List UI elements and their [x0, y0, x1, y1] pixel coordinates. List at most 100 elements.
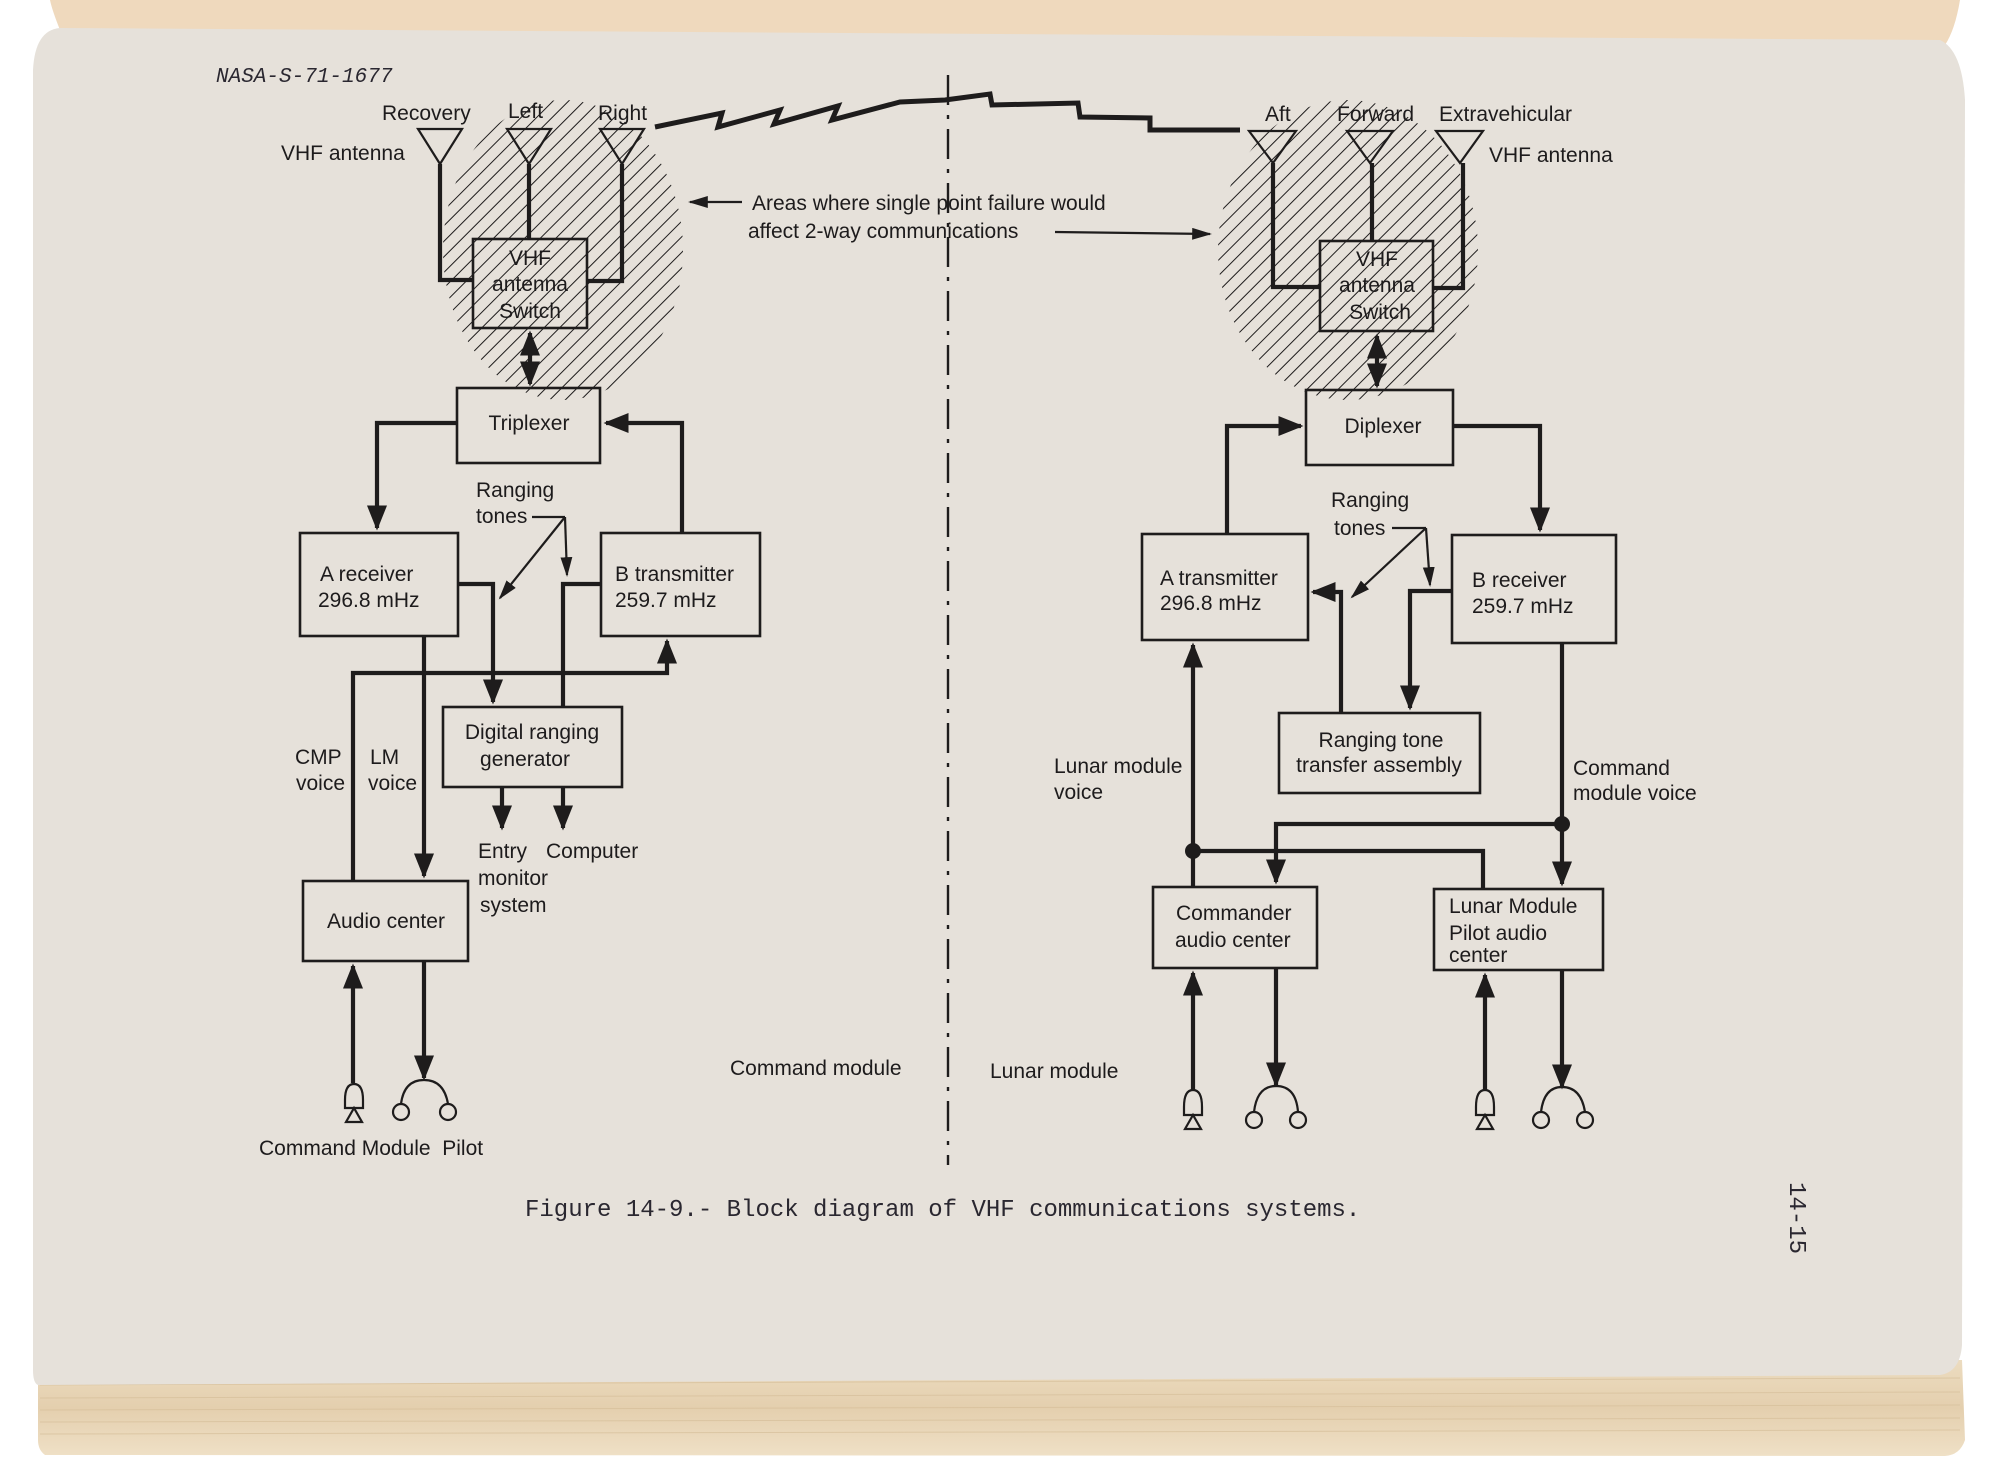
- lm-rtta-line-1: Ranging tone: [1319, 729, 1444, 752]
- label-recovery: Recovery: [382, 102, 471, 125]
- cm-triplexer-label: Triplexer: [489, 412, 570, 435]
- cm-entry-line-3: system: [480, 894, 547, 917]
- lunar-module-diagram: Aft Forward Extravehicular VHF antenna V…: [990, 103, 1697, 1131]
- label-extravehicular: Extravehicular: [1439, 103, 1572, 126]
- cm-wire-triplexer-to-a-receiver: [366, 420, 457, 531]
- lm-wire-diplexer-to-b-receiver: [1453, 423, 1551, 533]
- antenna-extravehicular-icon: [1433, 129, 1486, 165]
- cm-ranging-tones-line-1: Ranging: [476, 479, 554, 502]
- figure-caption: Figure 14-9.- Block diagram of VHF commu…: [525, 1197, 1360, 1224]
- antenna-left-icon: [505, 127, 553, 167]
- wire-extravehicular: [1433, 163, 1466, 291]
- lm-ranging-tones-line-2: tones: [1334, 517, 1385, 540]
- cm-wire-a-receiver-to-drg: [458, 581, 504, 705]
- wire-aft: [1270, 163, 1320, 290]
- lm-vhf-antenna-switch: [1318, 239, 1435, 333]
- cm-switch-line-2: antenna: [492, 273, 568, 296]
- lm-lm-voice-line-2: voice: [1054, 781, 1103, 804]
- cm-audio-center: [301, 879, 470, 963]
- annotation-arrow-right: [1054, 227, 1212, 240]
- cm-switch-line-3: Switch: [499, 300, 561, 323]
- lm-wire-cm-voice-bus: [1265, 821, 1562, 885]
- lm-lm-voice-line-1: Lunar module: [1054, 755, 1182, 778]
- wire-recovery: [437, 164, 473, 283]
- lm-wire-b-receiver-to-rtta: [1399, 588, 1452, 711]
- lm-b-receiver-line-1: B receiver: [1472, 569, 1567, 592]
- annotation-line-2: affect 2-way communications: [748, 220, 1018, 243]
- lm-ranging-tones-line-1: Ranging: [1331, 489, 1409, 512]
- lm-ranging-tones-arrow-1: [1350, 527, 1427, 599]
- lm-switch-line-1: VHF: [1356, 248, 1398, 271]
- radio-link-icon: [654, 91, 1240, 133]
- antenna-right-icon: [598, 127, 646, 167]
- command-module-diagram: Recovery Left Right VHF antenna VHF ante…: [259, 100, 902, 1160]
- figure-id: NASA-S-71-1677: [216, 66, 393, 89]
- lm-cdr-audio-line-1: Commander: [1176, 902, 1292, 925]
- lm-cdr-microphone-icon: [1182, 1088, 1204, 1131]
- lm-lmp-audio-line-2: Pilot audio: [1449, 922, 1547, 945]
- cm-ranging-tones-arrow-2: [560, 516, 573, 577]
- lm-ranging-tones-arrow-2: [1422, 527, 1435, 587]
- lm-switch-line-2: antenna: [1339, 274, 1415, 297]
- page-number: 14-15: [1782, 1182, 1809, 1254]
- lm-a-transmitter-line-1: A transmitter: [1160, 567, 1278, 590]
- lm-b-receiver-line-2: 259.7 mHz: [1472, 595, 1574, 618]
- label-left: Left: [508, 100, 543, 123]
- cm-drg-line-1: Digital ranging: [465, 721, 599, 744]
- lm-lmp-microphone-icon: [1474, 1088, 1496, 1131]
- lm-cdr-headset-icon: [1244, 1084, 1308, 1130]
- cm-lm-voice-line-1: LM: [370, 746, 399, 769]
- lm-cm-voice-line-2: module voice: [1573, 782, 1697, 805]
- failure-area-lm: [1218, 100, 1478, 400]
- cm-vhf-antenna-switch: [471, 237, 589, 330]
- lm-wire-lm-voice-bus: [1193, 848, 1486, 889]
- cm-b-transmitter-line-2: 259.7 mHz: [615, 589, 717, 612]
- page-block-edge: [38, 1360, 1965, 1456]
- antenna-forward-icon: [1344, 129, 1396, 165]
- cm-wire-b-transmitter-to-triplexer: [603, 412, 685, 533]
- lm-switch-line-3: Switch: [1349, 301, 1411, 324]
- cm-cmp-voice-line-1: CMP: [295, 746, 342, 769]
- lm-cdr-audio-line-2: audio center: [1175, 929, 1291, 952]
- lm-lmp-audio-line-3: center: [1449, 944, 1507, 967]
- cm-crew-label: Command Module Pilot: [259, 1137, 483, 1160]
- cm-ranging-tones-line-2: tones: [476, 505, 527, 528]
- cm-a-receiver-line-1: A receiver: [320, 563, 413, 586]
- cm-a-receiver-line-2: 296.8 mHz: [318, 589, 420, 612]
- cm-entry-line-1: Entry: [478, 840, 528, 863]
- cm-audio-center-label: Audio center: [327, 910, 445, 933]
- lm-a-transmitter-line-2: 296.8 mHz: [1160, 592, 1262, 615]
- cm-entry-line-2: monitor: [478, 867, 548, 890]
- cm-headset-icon: [391, 1078, 458, 1122]
- lm-diplexer-label: Diplexer: [1344, 415, 1421, 438]
- cm-lm-voice-line-2: voice: [368, 772, 417, 795]
- lm-a-transmitter: [1140, 532, 1310, 642]
- page-stack-lines: [39, 1377, 1961, 1435]
- cm-computer-label: Computer: [546, 840, 638, 863]
- lm-lmp-audio-line-1: Lunar Module: [1449, 895, 1577, 918]
- cm-cmp-voice-line-2: voice: [296, 772, 345, 795]
- label-vhf-antenna-lm: VHF antenna: [1489, 144, 1613, 167]
- cm-wire-drg-to-b-transmitter: [560, 581, 601, 707]
- lm-section-label: Lunar module: [990, 1060, 1118, 1083]
- lm-wire-rtta-to-a-transmitter: [1310, 581, 1344, 713]
- cm-digital-ranging-generator: [441, 705, 624, 789]
- cm-drg-line-2: generator: [480, 748, 570, 771]
- lm-ranging-tone-transfer-assembly: [1277, 711, 1482, 795]
- lm-lmp-headset-icon: [1531, 1085, 1595, 1130]
- antenna-recovery-icon: [416, 127, 464, 167]
- cm-wire-cmp-voice: [350, 638, 678, 881]
- lm-cm-voice-line-1: Command: [1573, 757, 1670, 780]
- label-forward: Forward: [1337, 103, 1414, 126]
- cm-b-transmitter-line-1: B transmitter: [615, 563, 734, 586]
- label-aft: Aft: [1265, 103, 1291, 126]
- annotation-line-1: Areas where single point failure would: [752, 192, 1106, 215]
- label-right: Right: [598, 102, 647, 125]
- failure-area-cm: [443, 100, 683, 400]
- lm-wire-a-transmitter-to-diplexer: [1224, 415, 1304, 534]
- label-vhf-antenna-cm: VHF antenna: [281, 142, 405, 165]
- previous-page-edge: [50, 0, 1960, 45]
- lm-junction-left-icon: [1185, 843, 1201, 859]
- lm-junction-right-icon: [1554, 816, 1570, 832]
